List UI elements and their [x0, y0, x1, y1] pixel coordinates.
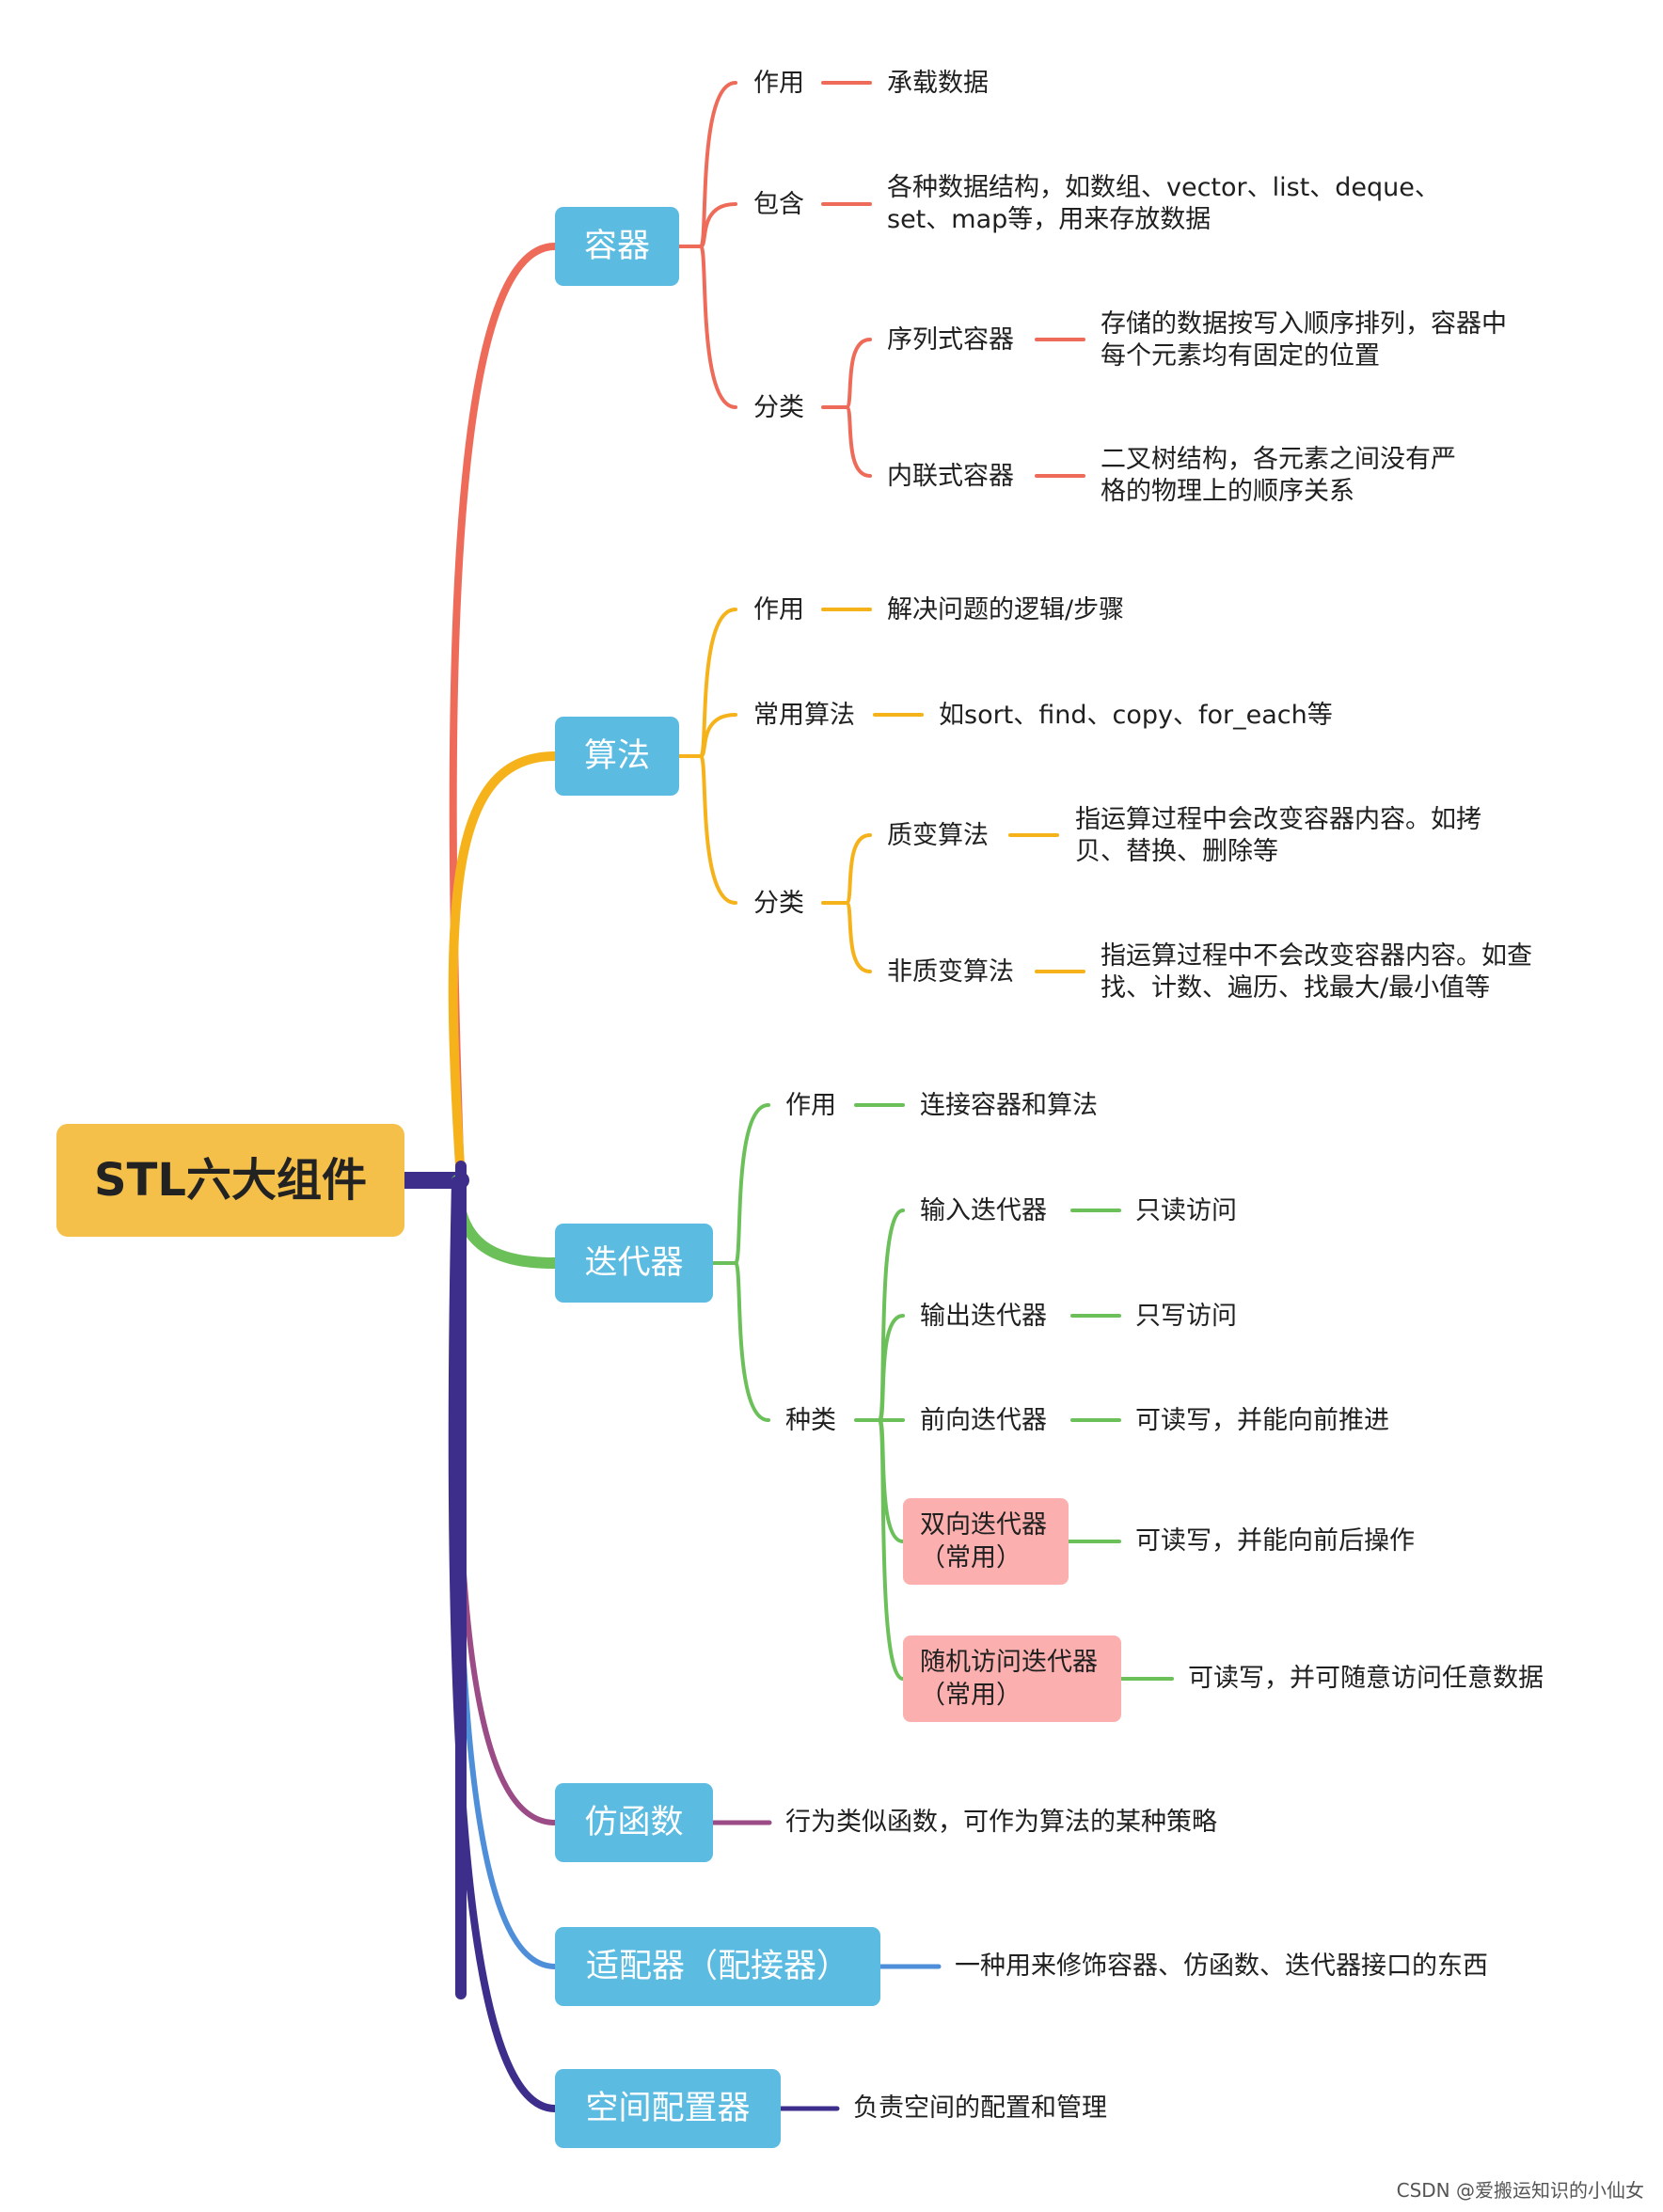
input-iterator-label: 输入迭代器	[920, 1196, 1047, 1225]
branch-adapters[interactable]: 适配器（配接器）	[555, 1927, 880, 2006]
nonmutating-algorithm-desc-2: 找、计数、遍历、找最大/最小值等	[1101, 973, 1491, 1003]
containers-purpose-value: 承载数据	[887, 69, 989, 98]
bidirectional-iterator-note: （常用）	[920, 1543, 1022, 1572]
bidirectional-iterator-node[interactable]: 双向迭代器 （常用）	[903, 1498, 1069, 1585]
random-access-iterator-desc: 可读写，并可随意访问任意数据	[1188, 1664, 1544, 1693]
bidirectional-iterator-label: 双向迭代器	[920, 1510, 1047, 1540]
branch-algorithms[interactable]: 算法	[555, 717, 679, 796]
forward-iterator-label: 前向迭代器	[920, 1406, 1047, 1435]
random-access-iterator-node[interactable]: 随机访问迭代器 （常用）	[903, 1635, 1121, 1722]
containers-includes-line-1: 各种数据结构，如数组、vector、list、deque、	[887, 173, 1440, 202]
sequence-container-label: 序列式容器	[887, 325, 1014, 355]
algorithms-common-label: 常用算法	[753, 701, 855, 730]
mutating-algorithm-label: 质变算法	[887, 821, 989, 850]
iterators-kinds-link-4	[878, 1418, 905, 1681]
associative-container-desc-2: 格的物理上的顺序关系	[1101, 477, 1354, 506]
random-access-iterator-note: （常用）	[920, 1681, 1022, 1710]
watermark: CSDN @爱搬运知识的小仙女	[1396, 2179, 1644, 2202]
associative-container-label: 内联式容器	[887, 462, 1014, 491]
trunk-iterators	[451, 1175, 561, 1269]
algorithms-purpose-label: 作用	[753, 595, 804, 624]
forward-iterator-desc: 可读写，并能向前推进	[1135, 1406, 1389, 1435]
algorithms-common-value: 如sort、find、copy、for_each等	[939, 701, 1333, 730]
containers-category-label: 分类	[753, 393, 804, 422]
containers-includes-label: 包含	[753, 190, 804, 219]
containers-category-link-1	[845, 405, 872, 478]
bidirectional-iterator-desc: 可读写，并能向前后操作	[1135, 1526, 1415, 1556]
containers-category-link-0	[845, 338, 872, 409]
iterators-purpose-value: 连接容器和算法	[920, 1091, 1098, 1120]
containers-purpose-label: 作用	[753, 69, 804, 98]
algorithms-category-link-1	[845, 901, 872, 973]
trunk-allocator	[448, 1177, 559, 2112]
branch-containers[interactable]: 容器	[555, 207, 679, 286]
branch-iterators[interactable]: 迭代器	[555, 1224, 713, 1303]
functors-desc: 行为类似函数，可作为算法的某种策略	[785, 1808, 1217, 1837]
nonmutating-algorithm-label: 非质变算法	[887, 957, 1014, 987]
output-iterator-desc: 只写访问	[1135, 1302, 1237, 1331]
associative-container-desc-1: 二叉树结构，各元素之间没有严	[1101, 445, 1456, 474]
branch-functors[interactable]: 仿函数	[555, 1783, 713, 1862]
output-iterator-label: 输出迭代器	[920, 1302, 1047, 1331]
sequence-container-desc-2: 每个元素均有固定的位置	[1101, 341, 1380, 371]
allocator-desc: 负责空间的配置和管理	[853, 2094, 1107, 2123]
mutating-algorithm-desc-2: 贝、替换、删除等	[1075, 837, 1278, 866]
iterators-kinds-link-1	[878, 1314, 905, 1422]
trunk-algorithms	[448, 751, 560, 1185]
branch-allocator[interactable]: 空间配置器	[555, 2069, 781, 2148]
algorithms-purpose-value: 解决问题的逻辑/步骤	[887, 595, 1125, 624]
input-iterator-desc: 只读访问	[1135, 1196, 1237, 1225]
adapters-desc: 一种用来修饰容器、仿函数、迭代器接口的东西	[955, 1951, 1488, 1981]
algorithms-category-link-0	[845, 833, 872, 905]
random-access-iterator-label: 随机访问迭代器	[920, 1648, 1098, 1677]
trunk-adapters	[453, 1177, 558, 1969]
trunk-containers	[449, 243, 559, 1184]
iterators-kinds-label: 种类	[785, 1406, 836, 1435]
containers-link-2	[699, 245, 737, 409]
algorithms-category-label: 分类	[753, 889, 804, 918]
mutating-algorithm-desc-1: 指运算过程中会改变容器内容。如拷	[1075, 805, 1481, 834]
iterators-link-0	[734, 1103, 770, 1265]
iterators-link-1	[734, 1261, 770, 1422]
containers-includes-line-2: set、map等，用来存放数据	[887, 205, 1212, 234]
root-node[interactable]: STL六大组件	[56, 1124, 404, 1237]
containers-link-1	[699, 202, 737, 248]
nonmutating-algorithm-desc-1: 指运算过程中不会改变容器内容。如查	[1101, 941, 1532, 971]
algorithms-link-1	[699, 713, 737, 758]
algorithms-link-2	[699, 754, 737, 905]
sequence-container-desc-1: 存储的数据按写入顺序排列，容器中	[1101, 309, 1507, 339]
iterators-purpose-label: 作用	[785, 1091, 836, 1120]
